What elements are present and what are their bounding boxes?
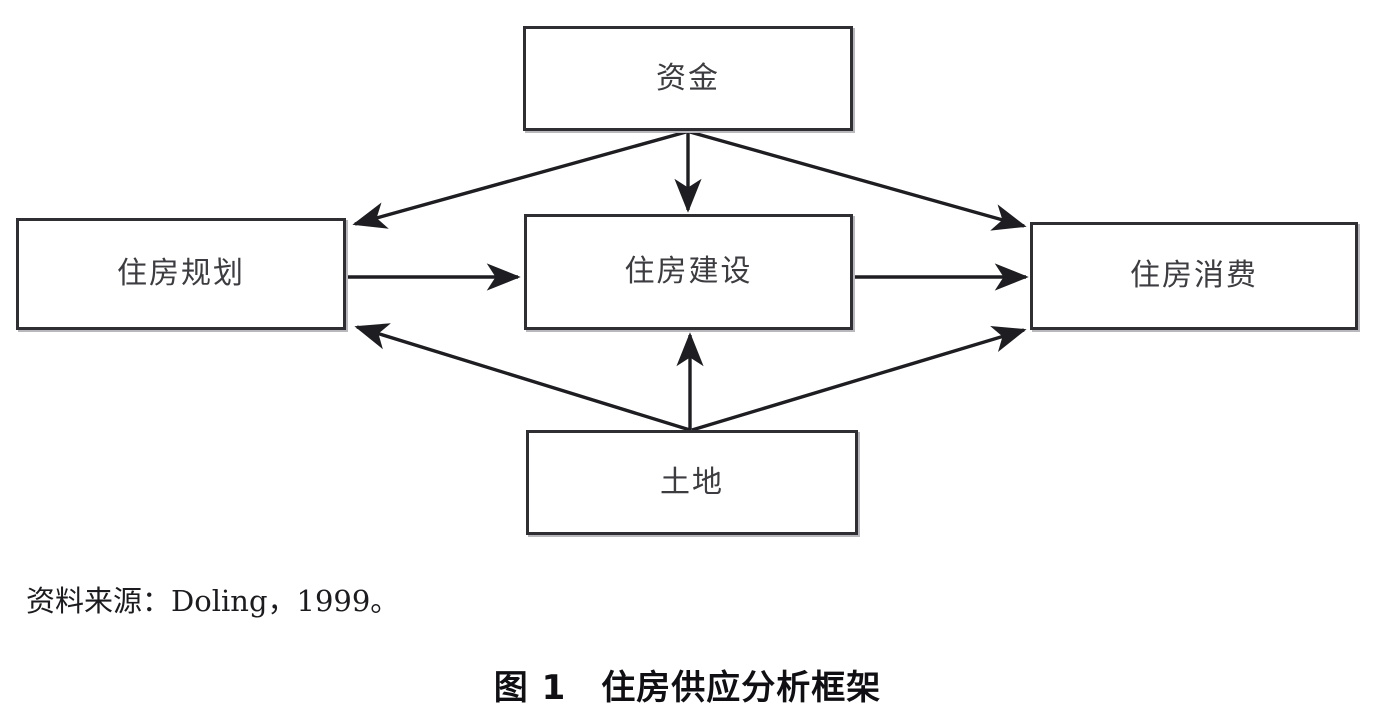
node-housing-planning-label: 住房规划	[117, 256, 245, 291]
edge-land-to-consumption	[691, 325, 1027, 432]
edge-capital-to-consumption	[689, 130, 1027, 231]
node-capital: 资金	[523, 26, 853, 131]
node-land-label: 土地	[660, 464, 724, 500]
node-land: 土地	[526, 430, 858, 535]
edge-capital-to-planning	[352, 130, 687, 229]
edge-land-to-planning	[354, 323, 691, 432]
node-capital-label: 资金	[656, 60, 720, 96]
node-housing-construction-label: 住房建设	[624, 254, 753, 289]
node-housing-consumption: 住房消费	[1030, 222, 1358, 330]
node-housing-planning: 住房规划	[16, 218, 346, 330]
figure-source-note: 资料来源：Doling，1999。	[26, 584, 400, 618]
node-housing-construction: 住房建设	[524, 214, 853, 330]
figure-title: 图 1 住房供应分析框架	[493, 668, 882, 708]
node-housing-consumption-label: 住房消费	[1130, 258, 1258, 293]
